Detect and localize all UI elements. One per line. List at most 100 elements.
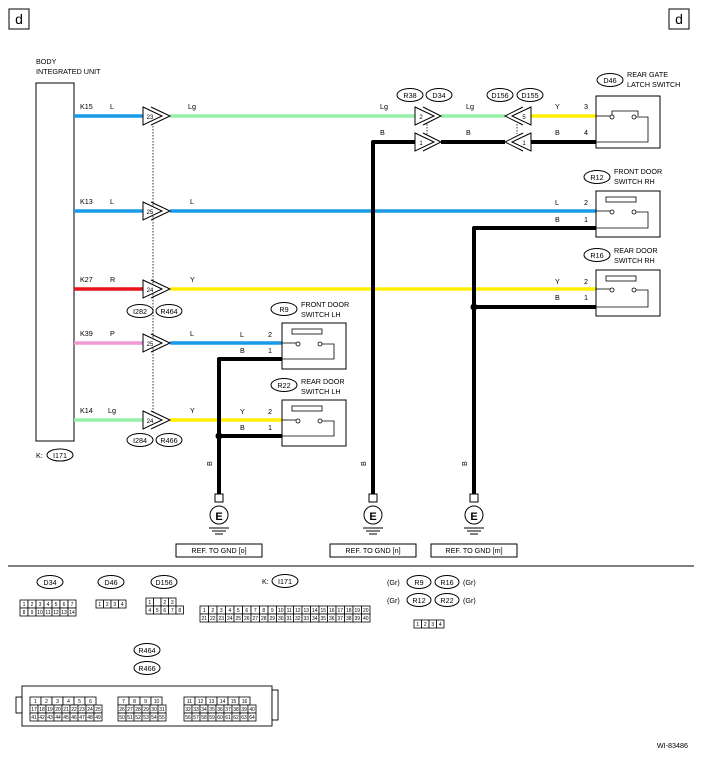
- wire-code: Y: [190, 406, 195, 415]
- switch-name-line1: FRONT DOOR: [614, 167, 662, 176]
- pin-number: 21: [63, 707, 69, 713]
- page-marker-left: d: [15, 11, 23, 27]
- pin-number: 18: [39, 707, 45, 713]
- pin-number: 28: [261, 616, 267, 622]
- pin-number: 5: [55, 602, 58, 608]
- conn-label-oval: [155, 433, 183, 447]
- pin-number: 2: [424, 622, 427, 628]
- pin-number: 34: [201, 707, 207, 713]
- pin-cell: [361, 613, 371, 623]
- legend-code-oval: [434, 593, 460, 607]
- switch-name-line2: SWITCH LH: [301, 310, 341, 319]
- pin-cell: [67, 607, 77, 617]
- pin-number: 53: [143, 715, 149, 721]
- legend-r12-code: R12: [412, 596, 425, 605]
- conn-label-i282: I282: [133, 307, 147, 316]
- switch-code-r12: R12: [590, 173, 603, 182]
- pin-number: 19: [354, 608, 360, 614]
- conn-label-d156: D156: [491, 91, 508, 100]
- wire-code: Lg: [188, 102, 196, 111]
- legend-r464-code: R464: [138, 646, 155, 655]
- pin-number: 63: [241, 715, 247, 721]
- pin-number: 17: [31, 707, 37, 713]
- ground-symbol-label: E: [369, 511, 376, 523]
- pin-number: 22: [210, 616, 216, 622]
- pin-number: 8: [23, 610, 26, 616]
- mid-connector: 2 1: [414, 106, 443, 152]
- legend-gr-note: (Gr): [463, 578, 476, 587]
- page-marker-left-box: [8, 8, 30, 30]
- pin-number: 2: [163, 600, 166, 606]
- ground-wire-r9: [217, 357, 282, 495]
- legend-i171-code: I171: [278, 577, 292, 586]
- pin-number: 25: [235, 616, 241, 622]
- svg-text:25: 25: [147, 210, 154, 216]
- pin-number: 12: [198, 699, 204, 705]
- pin-number: 18: [346, 608, 352, 614]
- ground-ref-box: [329, 543, 417, 558]
- wire-code: B: [380, 128, 385, 137]
- conn-label-i284: I284: [133, 436, 147, 445]
- unit-code: I171: [53, 451, 67, 460]
- conn-label-r464: R464: [160, 307, 177, 316]
- pin-number: 6: [63, 602, 66, 608]
- pin-number: 50: [119, 715, 125, 721]
- switch-name-line1: FRONT DOOR: [301, 300, 349, 309]
- pin-number: 64: [249, 715, 255, 721]
- pin-number: 17: [337, 608, 343, 614]
- pin-number: 14: [69, 610, 75, 616]
- svg-text:24: 24: [147, 288, 154, 294]
- pin-number: 3: [431, 622, 434, 628]
- pin-number: 42: [39, 715, 45, 721]
- pin-number: 4: [228, 608, 231, 614]
- page-marker-right: d: [675, 11, 683, 27]
- conn-label-oval: [486, 88, 514, 102]
- term-k14: K14: [80, 406, 93, 415]
- legend-code-oval: [150, 575, 178, 589]
- pin-cell: [118, 599, 127, 609]
- pin-number: 5: [237, 608, 240, 614]
- pin-cell: [153, 597, 162, 607]
- pin-cell: [93, 712, 103, 722]
- pin-number: 8: [133, 699, 136, 705]
- ground-ref-box: [430, 543, 518, 558]
- pin-number: 44: [55, 715, 61, 721]
- inline-connector-4: 25: [142, 333, 172, 353]
- legend-code-oval: [97, 575, 125, 589]
- pin-number: 34: [312, 616, 318, 622]
- pin-number: 3: [220, 608, 223, 614]
- pin-number: 19: [47, 707, 53, 713]
- pin-number: 4: [148, 608, 151, 614]
- switch-code-r16: R16: [590, 251, 603, 260]
- legend-gr-note: (Gr): [387, 578, 400, 587]
- body-integrated-unit: [35, 82, 75, 442]
- splice-dot-right: [470, 303, 478, 311]
- pin-number: 11: [45, 610, 50, 616]
- unit-title-line2: INTEGRATED UNIT: [36, 67, 101, 76]
- conn-label-oval: [425, 88, 453, 102]
- legend-r22-code: R22: [440, 596, 453, 605]
- pin-number: 61: [225, 715, 231, 721]
- pin-number: 4: [584, 128, 588, 137]
- pin-number: 1: [584, 293, 588, 302]
- pin-number: 13: [209, 699, 215, 705]
- pin-number: 6: [245, 608, 248, 614]
- conn-label-oval: [516, 88, 544, 102]
- ground-m: B E: [460, 461, 484, 535]
- pin-number: 3: [171, 600, 174, 606]
- pin-number: 1: [148, 600, 151, 606]
- pin-number: 30: [278, 616, 284, 622]
- conn-label-r38: R38: [403, 91, 416, 100]
- wire-code: B: [466, 128, 471, 137]
- pin-number: 52: [135, 715, 141, 721]
- pin-number: 7: [71, 602, 74, 608]
- pin-number: 43: [47, 715, 53, 721]
- pin-number: 40: [249, 707, 255, 713]
- switch-code-r22: R22: [277, 381, 290, 390]
- wire-code: Lg: [108, 406, 116, 415]
- unit-title-line1: BODY: [36, 57, 57, 66]
- wire-code: Y: [555, 102, 560, 111]
- pin-number: 59: [209, 715, 215, 721]
- pin-number: 38: [233, 707, 239, 713]
